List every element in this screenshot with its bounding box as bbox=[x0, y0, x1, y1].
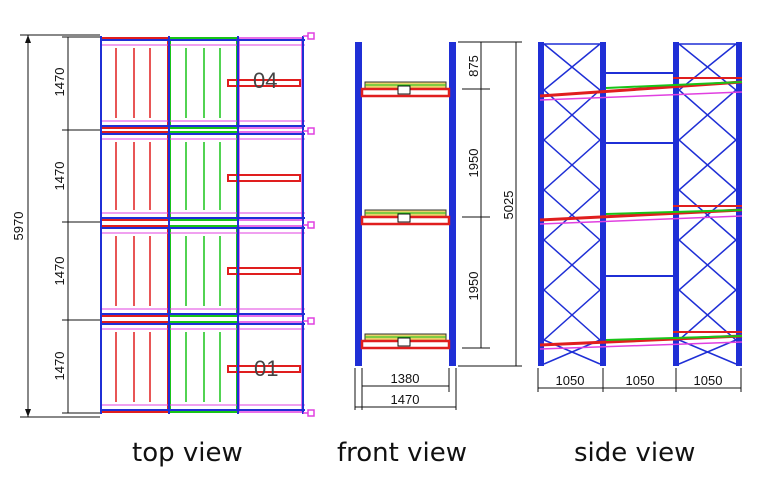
top-bay-dim-2: 1470 bbox=[52, 162, 67, 191]
side-dim-2: 1050 bbox=[626, 373, 655, 388]
front-view: 875 1950 1950 5025 1380 1470 bbox=[354, 41, 522, 410]
top-total-dim-label: 5970 bbox=[11, 212, 26, 241]
top-row-3 bbox=[100, 225, 305, 317]
front-dim-1950-lower: 1950 bbox=[466, 272, 481, 301]
top-bay-dim-1: 1470 bbox=[52, 68, 67, 97]
side-dim-3: 1050 bbox=[694, 373, 723, 388]
caption-front-view: front view bbox=[337, 438, 467, 468]
side-beam-level-bottom bbox=[539, 331, 743, 350]
top-total-dimension bbox=[20, 34, 100, 418]
top-bay-dim-3: 1470 bbox=[52, 257, 67, 286]
caption-side-view: side view bbox=[574, 438, 696, 468]
side-view: 1050 1050 1050 bbox=[537, 42, 743, 392]
side-beam-level-mid bbox=[539, 205, 743, 225]
top-label-01: 01 bbox=[254, 356, 278, 381]
front-upright-right bbox=[449, 42, 456, 366]
caption-top-view: top view bbox=[132, 438, 243, 468]
side-upright-2 bbox=[600, 42, 606, 366]
front-beam-level-mid bbox=[360, 209, 451, 226]
front-beam-level-top bbox=[360, 81, 451, 98]
top-bay-dim-4: 1470 bbox=[52, 352, 67, 381]
top-bay-dimensions bbox=[62, 36, 102, 414]
front-dim-1380: 1380 bbox=[391, 371, 420, 386]
front-dim-1950-upper: 1950 bbox=[466, 149, 481, 178]
front-dim-1470: 1470 bbox=[391, 392, 420, 407]
top-label-04: 04 bbox=[253, 68, 277, 93]
front-upright-left bbox=[355, 42, 362, 366]
side-upright-4 bbox=[736, 42, 742, 366]
side-dim-1: 1050 bbox=[556, 373, 585, 388]
front-vertical-dimensions bbox=[458, 41, 522, 367]
front-beam-level-bottom bbox=[360, 333, 451, 350]
side-upright-3 bbox=[673, 42, 679, 366]
front-dim-5025: 5025 bbox=[501, 191, 516, 220]
top-view-grid bbox=[100, 32, 315, 417]
side-middle-frame bbox=[606, 72, 673, 277]
side-upright-1 bbox=[538, 42, 544, 366]
top-row-2 bbox=[100, 131, 305, 221]
top-view: 5970 1470 1470 1470 1470 bbox=[11, 32, 315, 418]
side-beam-level-top bbox=[539, 77, 743, 101]
front-horizontal-dimensions bbox=[354, 368, 457, 410]
front-dim-875: 875 bbox=[466, 55, 481, 77]
side-width-dimensions bbox=[537, 368, 742, 392]
